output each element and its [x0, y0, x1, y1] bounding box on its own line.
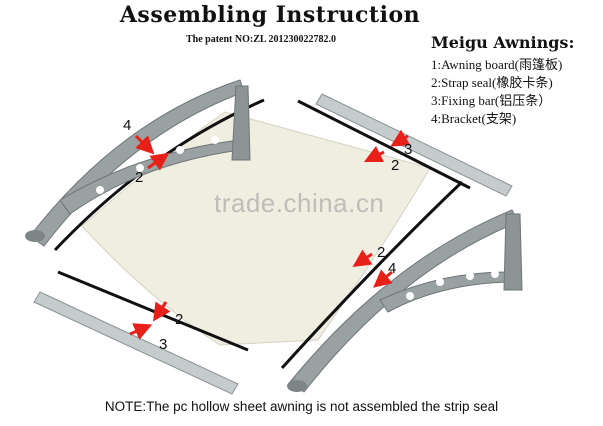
legend-item-strap-seal: 2:Strap seal(橡胶卡条): [431, 75, 553, 90]
legend-item-awning-board: 1:Awning board(雨篷板): [431, 57, 563, 72]
callout-bracket-right: 4: [388, 260, 396, 277]
bracket-right: [287, 209, 523, 393]
legend-title: Meigu Awnings:: [431, 33, 575, 52]
callout-seal-bottom: 2: [175, 311, 183, 328]
arrow-seal-left: [147, 152, 170, 171]
callout-seal-left: 2: [135, 169, 143, 186]
callout-seal-front: 2: [377, 244, 385, 261]
strap-seal-front: [280, 180, 464, 370]
callout-seal-back: 2: [391, 157, 399, 174]
assembly-note: NOTE:The pc hollow sheet awning is not a…: [104, 399, 499, 414]
watermark: trade.china.cn: [214, 188, 385, 218]
arrow-bracket-right: [373, 269, 393, 288]
arrow-fixing-back: [390, 129, 411, 147]
legend-item-fixing-bar: 3:Fixing bar(铝压条）: [431, 93, 552, 108]
arrow-bracket-left: [134, 134, 155, 155]
patent-number: The patent NO:ZL 201230022782.0: [186, 34, 337, 45]
strap-seal-bottom: [57, 270, 249, 352]
bracket-left: [25, 79, 251, 247]
callout-bracket-left: 4: [123, 117, 131, 134]
callout-fixing-left: 3: [159, 336, 167, 353]
callout-arrows: [129, 129, 411, 340]
legend-item-bracket: 4:Bracket(支架): [431, 111, 517, 126]
fixing-bar-left: [33, 291, 239, 395]
arrow-seal-bottom: [153, 301, 171, 322]
page-title: Assembling Instruction: [119, 2, 421, 28]
arrow-seal-back: [363, 145, 385, 163]
arrow-fixing-left: [129, 323, 153, 340]
strap-seal-right: [297, 99, 471, 190]
fixing-bar-back: [315, 93, 513, 197]
arrow-seal-front: [352, 249, 373, 267]
legend: 1:Awning board(雨篷板) 2:Strap seal(橡胶卡条) 3…: [431, 56, 562, 128]
callout-fixing-back: 3: [404, 141, 412, 158]
